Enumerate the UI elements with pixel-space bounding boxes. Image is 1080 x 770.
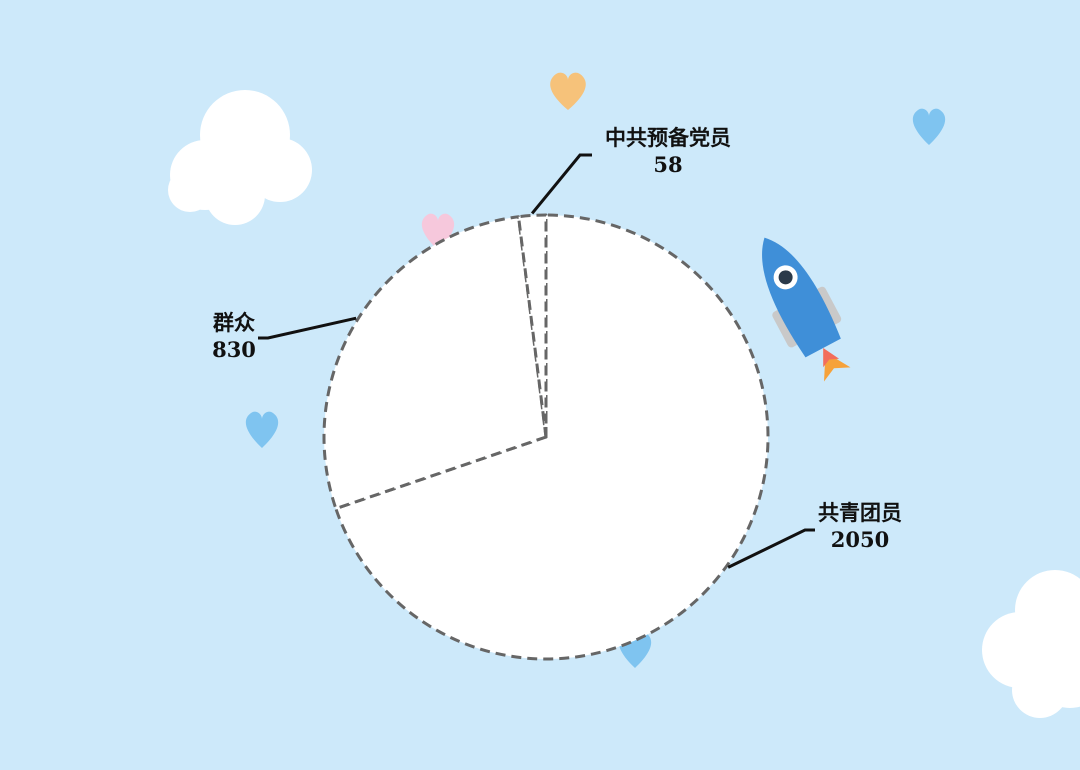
heart-icon (550, 72, 586, 110)
leader-line-0 (727, 528, 815, 569)
leader-line-2 (530, 153, 592, 215)
pie-slice-0 (334, 213, 770, 661)
heart-icon (912, 108, 946, 145)
slice-label-value: 2050 (831, 527, 889, 552)
leader-lines (258, 153, 815, 569)
slice-label-name: 群众 (213, 310, 255, 335)
leader-line-1 (258, 316, 357, 340)
heart-icon (245, 411, 279, 448)
cloud-icon (168, 90, 312, 225)
rocket-icon (762, 237, 851, 382)
background-decoration (168, 72, 1080, 718)
pie-slice-1 (322, 215, 548, 511)
slice-label-value: 58 (653, 152, 682, 177)
cloud-icon (982, 570, 1080, 718)
slice-label-value: 830 (212, 337, 256, 362)
slice-label-name: 共青团员 (818, 500, 902, 525)
pie-slice-2 (517, 213, 548, 439)
slice-label-name: 中共预备党员 (605, 125, 731, 150)
pie-slices (322, 213, 770, 661)
